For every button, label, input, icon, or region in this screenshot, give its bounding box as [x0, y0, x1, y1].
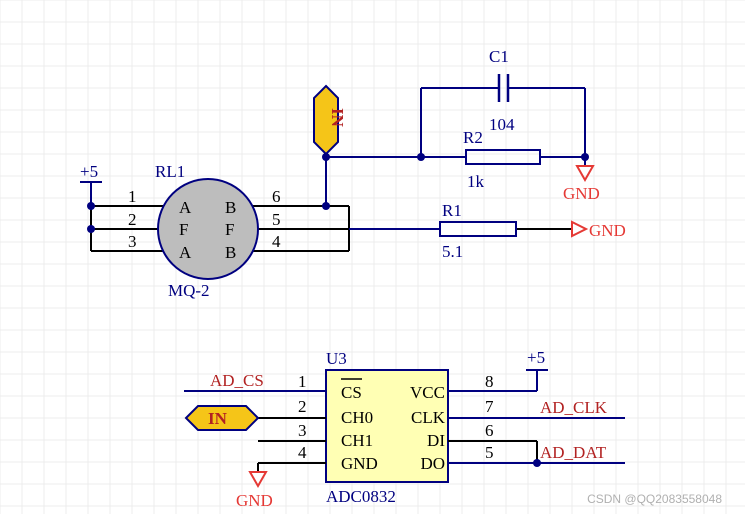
sensor-pin-number: 3 — [128, 232, 137, 251]
chip-pin-name: CH1 — [341, 431, 373, 450]
sensor-pin-number: 1 — [128, 187, 137, 206]
adc-chip-body — [325, 369, 449, 483]
resistor-r2 — [465, 149, 541, 165]
capacitor-value: 104 — [489, 115, 515, 134]
junction-dot — [322, 202, 330, 210]
gnd-label: GND — [563, 184, 600, 203]
in-port-top — [313, 84, 339, 156]
mq2-sensor-body — [157, 178, 259, 280]
sensor-labels: +5 RL1 MQ-2 1 2 3 6 5 4 A F A B F B C1 1… — [80, 47, 626, 300]
sensor-pin-letter: F — [225, 220, 234, 239]
sensor-pin-number: 2 — [128, 210, 137, 229]
gnd-symbol-chip — [248, 471, 268, 489]
chip-pin-name: VCC — [410, 383, 445, 402]
resistor-r2-designator: R2 — [463, 128, 483, 147]
in-port-chip — [184, 405, 260, 431]
net-label-ad-dat: AD_DAT — [540, 443, 607, 462]
power-top-label: +5 — [80, 162, 98, 181]
sensor-pin-letter: B — [225, 243, 236, 262]
resistor-r1-designator: R1 — [442, 201, 462, 220]
gnd-chip-label: GND — [236, 491, 273, 510]
gnd-symbol-r2 — [575, 165, 595, 183]
capacitor-designator: C1 — [489, 47, 509, 66]
chip-pin-number: 6 — [485, 421, 494, 440]
watermark: CSDN @QQ2083558048 — [587, 492, 722, 506]
net-label-ad-cs: AD_CS — [210, 371, 264, 390]
chip-pin-number: 1 — [298, 372, 307, 391]
chip-pin-name: CS — [341, 383, 362, 402]
chip-pin-number: 5 — [485, 443, 494, 462]
in-port-label: IN — [328, 108, 347, 128]
chip-pin-name: CH0 — [341, 408, 373, 427]
junction-dot — [87, 202, 95, 210]
net-label-ad-clk: AD_CLK — [540, 398, 608, 417]
sensor-pin-number: 4 — [272, 232, 281, 251]
chip-pin-number: 2 — [298, 397, 307, 416]
junction-dot — [533, 459, 541, 467]
chip-pin-name: CLK — [411, 408, 446, 427]
chip-pin-name: DI — [427, 431, 445, 450]
adc-section — [184, 369, 625, 489]
resistor-r1 — [439, 221, 517, 237]
sensor-designator: RL1 — [155, 162, 185, 181]
power-chip-label: +5 — [527, 348, 545, 367]
adc-labels: U3 ADC0832 +5 1 2 3 4 CS CH0 CH1 GND 8 7… — [208, 348, 608, 510]
chip-pin-number: 7 — [485, 397, 494, 416]
junction-dot — [322, 153, 330, 161]
chip-pin-name: DO — [420, 454, 445, 473]
chip-pin-name: GND — [341, 454, 378, 473]
sensor-pin-number: 6 — [272, 187, 281, 206]
sensor-pin-letter: A — [179, 243, 192, 262]
sensor-section — [80, 74, 595, 280]
sensor-pin-number: 5 — [272, 210, 281, 229]
sensor-part-label: MQ-2 — [168, 281, 210, 300]
gnd-label: GND — [589, 221, 626, 240]
junction-dot — [87, 225, 95, 233]
sensor-pin-letter: F — [179, 220, 188, 239]
junction-dot — [581, 153, 589, 161]
gnd-symbol-r1 — [571, 220, 589, 238]
chip-designator: U3 — [326, 349, 347, 368]
chip-pin-number: 3 — [298, 421, 307, 440]
chip-pin-number: 8 — [485, 372, 494, 391]
sensor-pin-letter: A — [179, 198, 192, 217]
resistor-r2-value: 1k — [467, 172, 485, 191]
chip-pin-number: 4 — [298, 443, 307, 462]
sensor-pin-letter: B — [225, 198, 236, 217]
in-port-chip-label: IN — [208, 409, 228, 428]
resistor-r1-value: 5.1 — [442, 242, 463, 261]
chip-part-label: ADC0832 — [326, 487, 396, 506]
